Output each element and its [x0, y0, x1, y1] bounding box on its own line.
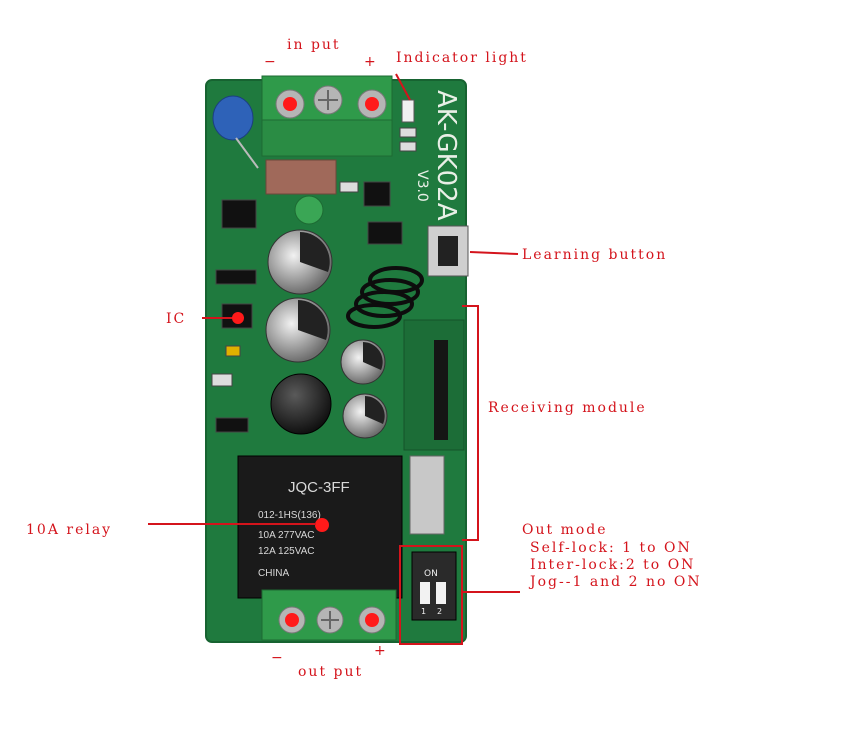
input-terminal-block — [261, 75, 393, 157]
out-mode-line-1: Self-lock: 1 to ON — [530, 540, 692, 556]
fuse-resistor — [265, 159, 337, 195]
input-minus-sign: − — [264, 54, 276, 70]
capacitor-icon — [270, 373, 332, 435]
capacitor-icon — [265, 297, 331, 363]
out-mode-title: Out mode — [522, 522, 608, 538]
indicator-leader — [395, 73, 411, 101]
relay-spec-3: 12A 125VAC — [258, 546, 315, 557]
version-text: V3.0 — [414, 170, 430, 202]
dip-highlight-box — [399, 545, 463, 645]
learning-button-label: Learning button — [522, 247, 668, 263]
capacitor-icon — [212, 95, 259, 169]
receiving-bracket — [462, 305, 479, 541]
receiving-module-label: Receiving module — [488, 400, 647, 416]
regulator-ic — [367, 221, 403, 245]
output-plus-sign: + — [374, 643, 386, 659]
input-minus-marker — [283, 97, 297, 111]
terminal-screw-icon — [316, 606, 344, 634]
relay-spec-2: 10A 277VAC — [258, 530, 315, 541]
output-plus-marker — [365, 613, 379, 627]
terminal-screw-icon — [313, 85, 343, 115]
output-minus-marker — [285, 613, 299, 627]
relay-spec-4: CHINA — [258, 568, 289, 579]
output-terminal-block — [261, 589, 397, 641]
out-mode-line-2: Inter-lock:2 to ON — [530, 557, 696, 573]
output-minus-sign: − — [271, 650, 283, 666]
input-plus-marker — [365, 97, 379, 111]
indicator-light-label: Indicator light — [396, 50, 528, 66]
small-capacitor — [294, 195, 324, 225]
relay-icon: JQC-3FF 012-1HS(136) 10A 277VAC 12A 125V… — [237, 455, 403, 599]
relay-brand: JQC-3FF — [288, 479, 350, 496]
capacitor-icon — [267, 229, 333, 295]
capacitor-icon — [342, 393, 388, 439]
dip-key-1: 1 — [421, 607, 426, 616]
relay-spec-1: 012-1HS(136) — [258, 510, 321, 521]
input-plus-sign: + — [364, 54, 376, 70]
antenna-coil-icon — [346, 266, 424, 329]
ic-label: IC — [166, 311, 187, 327]
bridge-rectifier — [221, 199, 257, 229]
transistor — [363, 181, 391, 207]
learning-leader — [469, 251, 519, 255]
indicator-led — [401, 99, 415, 123]
dip-key-2: 2 — [437, 607, 442, 616]
button-icon — [427, 225, 469, 277]
input-label: in put — [287, 37, 341, 53]
relay-marker — [315, 518, 329, 532]
dip-on-text: ON — [424, 569, 438, 579]
receiving-module — [403, 319, 465, 535]
ic-marker — [232, 312, 244, 324]
capacitor-icon — [340, 339, 386, 385]
dip-switch-icon: ON 1 2 — [411, 551, 457, 621]
output-label: out put — [298, 664, 364, 680]
out-mode-line-3: Jog--1 and 2 no ON — [530, 574, 702, 590]
model-text: AK-GK02A — [431, 90, 461, 221]
relay-label: 10A relay — [26, 522, 113, 538]
